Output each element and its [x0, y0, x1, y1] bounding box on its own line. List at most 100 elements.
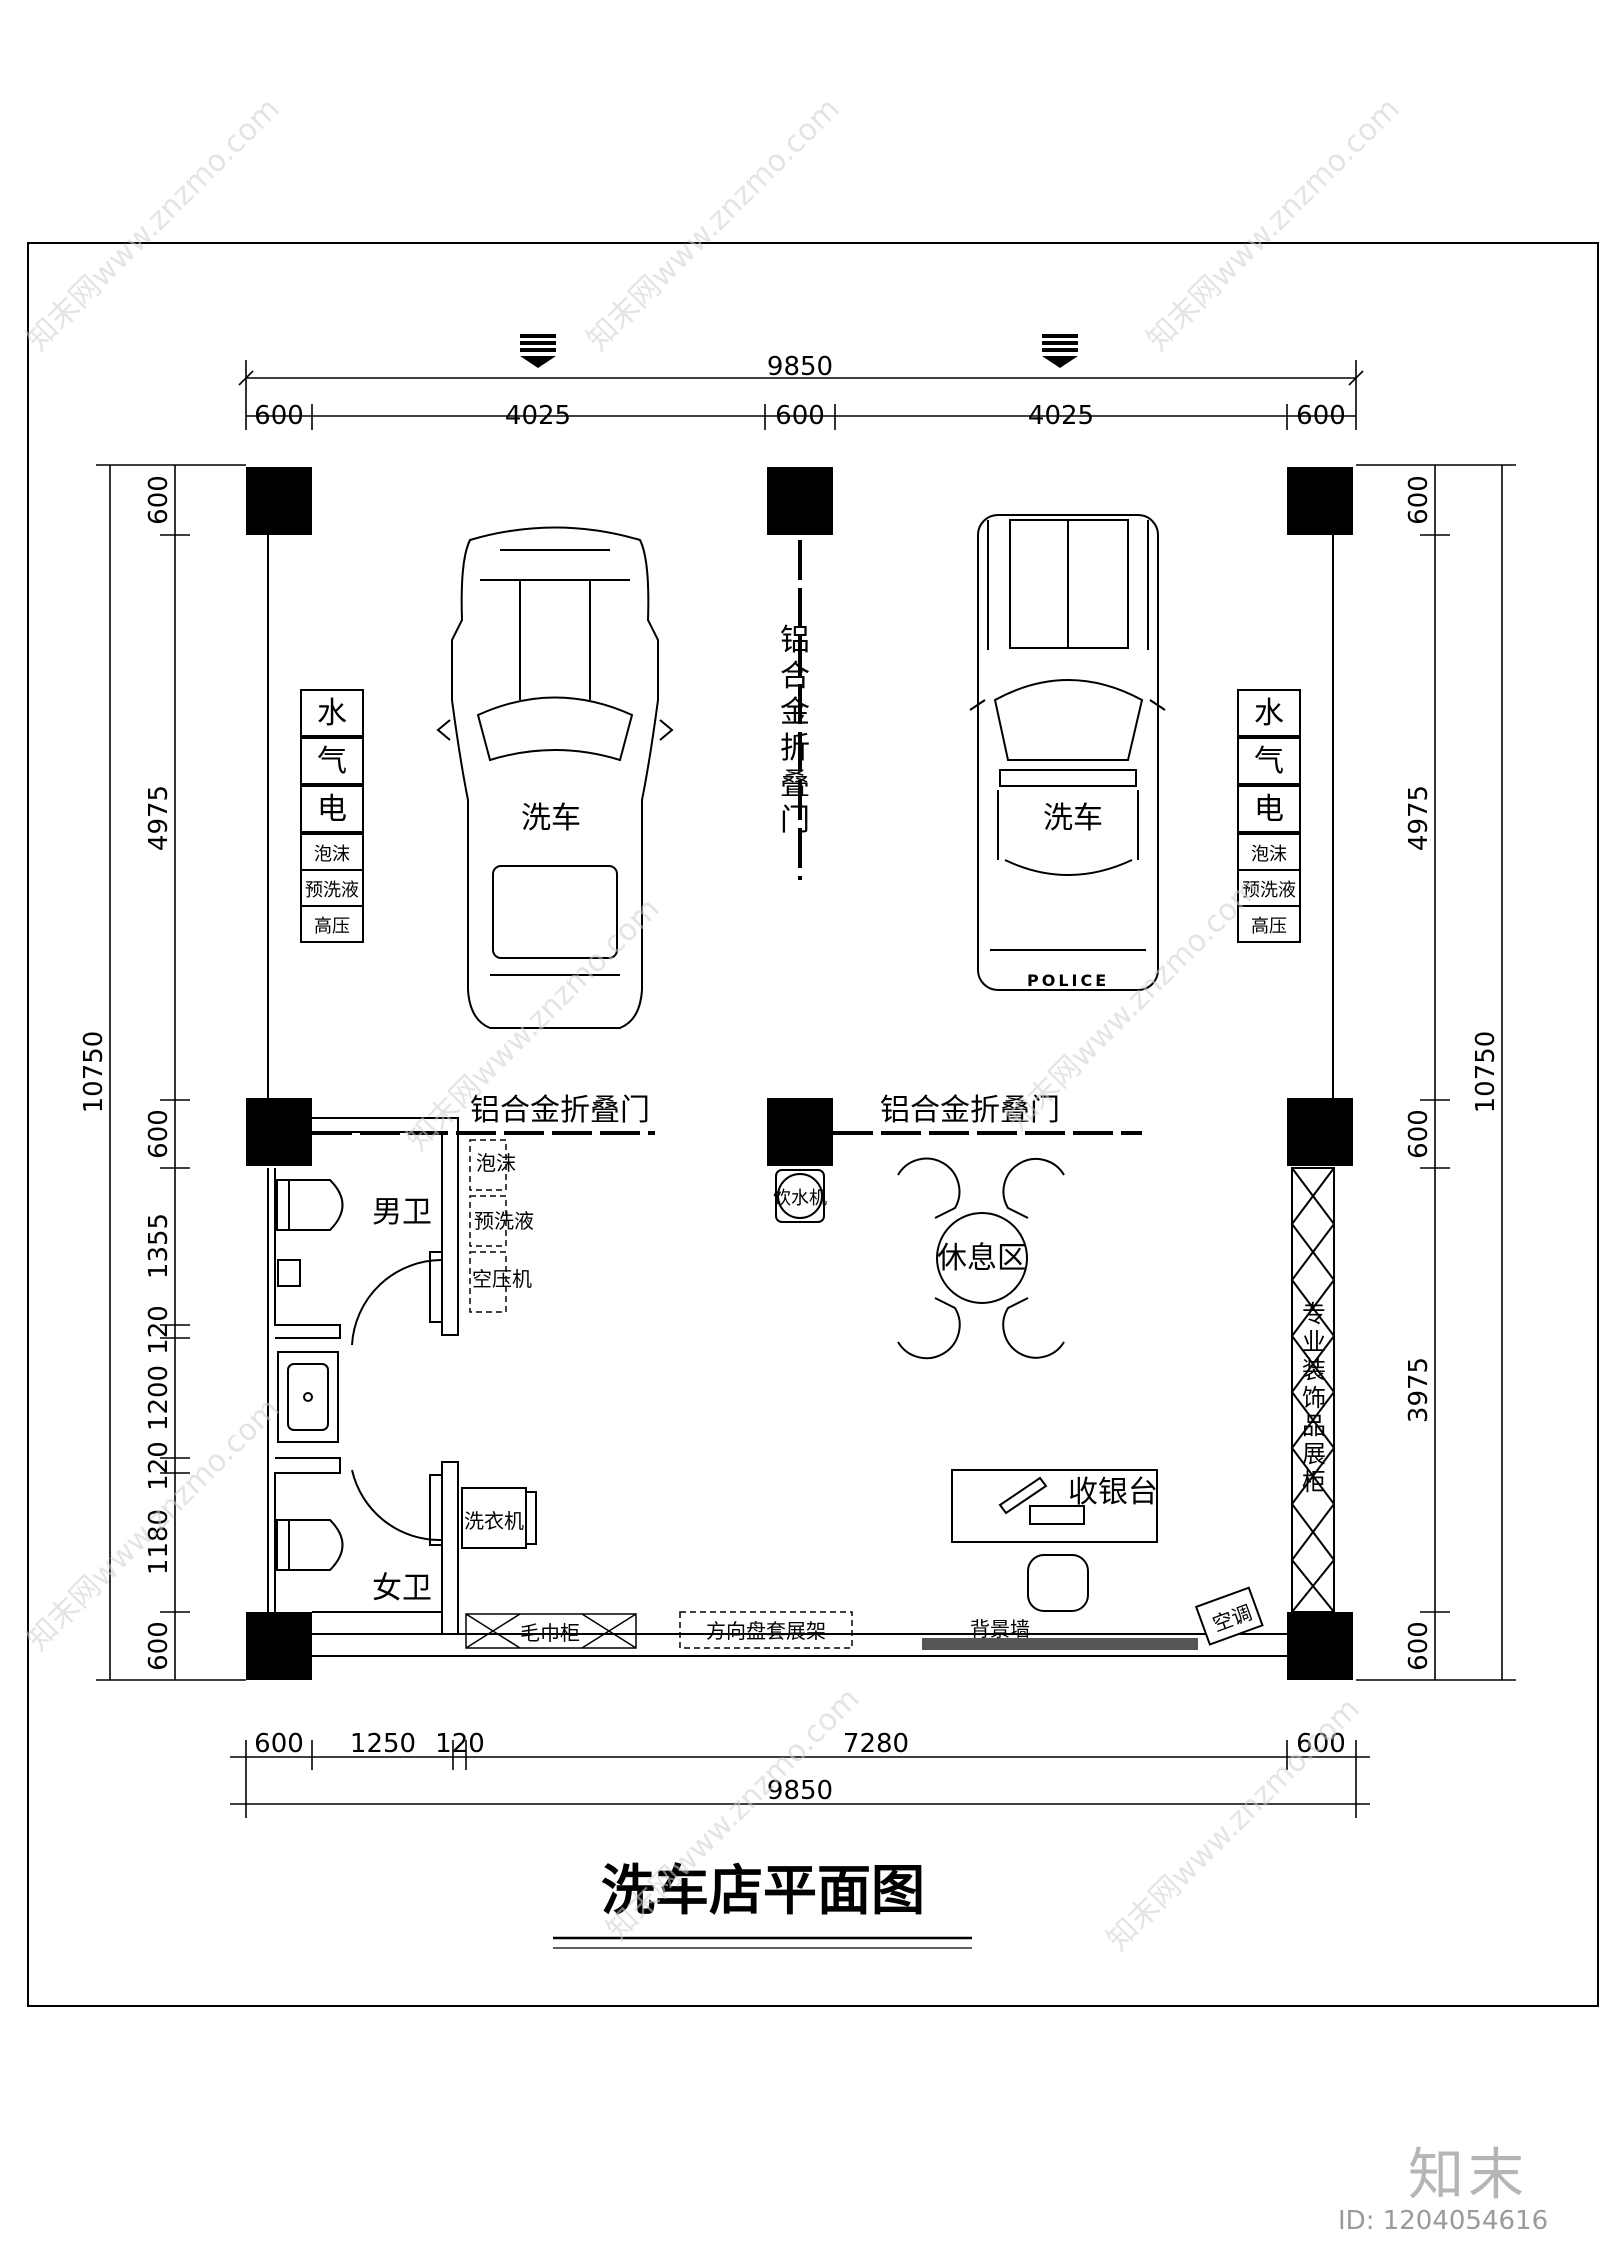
office-chair-icon	[1027, 1554, 1089, 1612]
display-cabinet-char: 展	[1302, 1440, 1326, 1468]
storage-label: 泡沫	[476, 1151, 516, 1175]
image-id: ID: 1204054616	[1338, 2206, 1549, 2236]
restroom-walls	[274, 1117, 459, 1635]
right-dimensions	[1356, 464, 1516, 1681]
dim-left-seg: 120	[144, 1441, 174, 1491]
mens-room-label: 男卫	[372, 1195, 432, 1230]
door-vertical-char: 铝	[780, 623, 810, 658]
car-police-icon	[969, 514, 1166, 991]
page-title: 洗车店平面图	[601, 1859, 925, 1922]
dim-bottom-seg: 600	[254, 1729, 304, 1759]
column	[767, 1098, 833, 1166]
air-conditioner-icon	[1194, 1586, 1264, 1646]
door-label-left: 铝合金折叠门	[470, 1093, 650, 1128]
exterior-walls	[267, 535, 1334, 1657]
display-cabinet	[1290, 1167, 1336, 1613]
storage-label: 预洗液	[474, 1209, 534, 1233]
utility-sub-label: 高压	[314, 916, 350, 937]
toilet-icon	[276, 1179, 344, 1231]
dim-left-seg: 600	[144, 1621, 174, 1671]
door-vertical-char: 折	[780, 731, 810, 766]
toilet-icon	[276, 1519, 344, 1571]
bottom-dimensions	[230, 1740, 1370, 1818]
dim-top-seg: 600	[1296, 401, 1346, 431]
door-label-right: 铝合金折叠门	[880, 1093, 1060, 1128]
utility-label: 气	[317, 744, 347, 779]
utility-sub-label: 预洗液	[305, 880, 359, 901]
utility-label: 电	[317, 792, 347, 827]
utility-panel-left	[300, 689, 364, 943]
utility-label: 电	[1254, 792, 1284, 827]
backdrop-label: 背景墙	[970, 1617, 1030, 1641]
dim-bottom-seg: 7280	[843, 1729, 909, 1759]
display-cabinet-char: 业	[1302, 1328, 1326, 1356]
cashier-desk	[951, 1469, 1158, 1543]
column	[1287, 1612, 1353, 1680]
utility-label: 水	[1254, 696, 1284, 731]
water-dispenser-icon	[775, 1169, 825, 1223]
bay-left-label: 洗车	[521, 801, 581, 836]
dim-top-seg: 4025	[1028, 401, 1094, 431]
entry-arrow-icon	[520, 334, 556, 368]
backdrop-wall	[922, 1638, 1198, 1650]
entry-arrow-icon	[1042, 334, 1078, 368]
sink-icon	[277, 1351, 339, 1443]
womens-door-icon	[351, 1469, 443, 1546]
column	[1287, 1098, 1353, 1166]
mens-door-icon	[351, 1251, 443, 1346]
womens-room-label: 女卫	[372, 1571, 432, 1606]
dim-top-seg: 600	[775, 401, 825, 431]
column	[1287, 467, 1353, 535]
dim-left-seg: 600	[144, 475, 174, 525]
brand-logo: 知末	[1408, 2143, 1528, 2208]
column	[246, 467, 312, 535]
chair-icon	[897, 1157, 1065, 1360]
storage-shelf	[469, 1139, 507, 1313]
cashier-label: 收银台	[1068, 1475, 1158, 1510]
top-dimensions	[238, 360, 1364, 430]
door-vertical-char: 门	[780, 803, 810, 838]
door-vertical-char: 叠	[780, 767, 810, 802]
display-cabinet-char: 饰	[1302, 1384, 1326, 1412]
dim-left-seg: 1180	[144, 1509, 174, 1575]
dim-bottom-total: 9850	[767, 1776, 833, 1806]
dim-left-seg: 1355	[144, 1213, 174, 1279]
dim-top-total: 9850	[767, 352, 833, 382]
display-cabinet-char: 装	[1302, 1356, 1326, 1384]
left-dimensions	[96, 464, 246, 1681]
car-sports-icon	[436, 526, 674, 1029]
lounge-table-icon	[936, 1212, 1028, 1304]
door-vertical-char: 合	[780, 659, 810, 694]
utility-label: 水	[317, 696, 347, 731]
washing-machine-icon	[461, 1487, 537, 1549]
water-dispenser-label: 饮水机	[773, 1188, 827, 1209]
dim-left-seg: 600	[144, 1109, 174, 1159]
display-cabinet-char: 柜	[1302, 1468, 1326, 1496]
structural-columns	[246, 467, 1353, 1680]
towel-cabinet-label: 毛巾柜	[520, 1621, 580, 1645]
column	[767, 467, 833, 535]
wheel-rack-label: 方向盘套展架	[706, 1619, 826, 1643]
dim-right-seg: 4975	[1404, 785, 1434, 851]
utility-sub-label: 泡沫	[1251, 844, 1287, 865]
dim-left-total: 10750	[79, 1031, 109, 1114]
dim-right-total: 10750	[1471, 1031, 1501, 1114]
dim-right-seg: 600	[1404, 1621, 1434, 1671]
dim-bottom-seg: 120	[435, 1729, 485, 1759]
dim-top-seg: 4025	[505, 401, 571, 431]
dim-bottom-seg: 600	[1296, 1729, 1346, 1759]
dim-right-seg: 3975	[1404, 1357, 1434, 1423]
column	[246, 1612, 312, 1680]
urinal-icon	[277, 1259, 301, 1287]
column	[246, 1098, 312, 1166]
dim-top-seg: 600	[254, 401, 304, 431]
display-cabinet-char: 品	[1302, 1412, 1326, 1440]
wheel-rack	[679, 1611, 853, 1649]
police-label: POLICE	[1027, 971, 1109, 990]
dim-right-seg: 600	[1404, 475, 1434, 525]
dim-left-seg: 1200	[144, 1365, 174, 1431]
utility-sub-label: 泡沫	[314, 844, 350, 865]
bay-right-label: 洗车	[1043, 801, 1103, 836]
